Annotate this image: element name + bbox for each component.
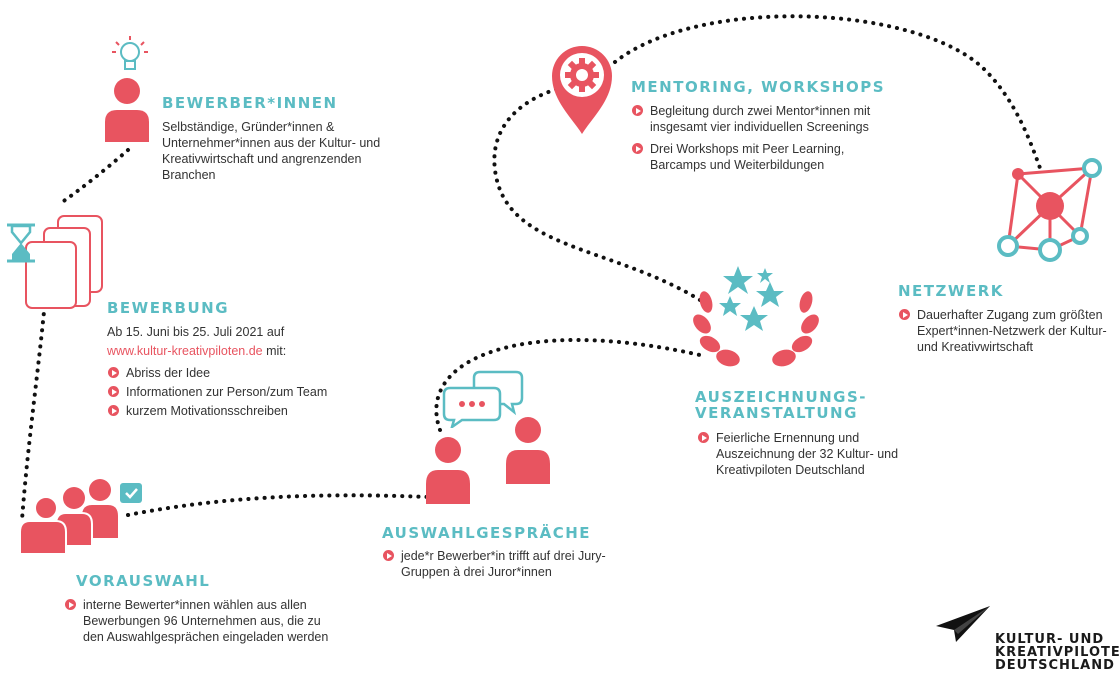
website-link[interactable]: www.kultur-kreativpiloten.de	[107, 344, 263, 358]
netzwerk-list: Dauerhafter Zugang zum größten Expert*in…	[898, 307, 1119, 355]
laurel-stars-icon	[693, 266, 819, 367]
bewerbung-link-line: www.kultur-kreativpiloten.de mit:	[107, 343, 286, 359]
network-icon	[997, 158, 1102, 262]
list-item: Informationen zur Person/zum Team	[107, 384, 397, 400]
vorauswahl-list: interne Bewerter*innen wählen aus allen …	[64, 597, 332, 645]
hourglass-icon	[7, 223, 35, 263]
auszeichnung-list: Feierliche Ernennung und Auszeichnung de…	[697, 430, 909, 478]
vorauswahl-title: VORAUSWAHL	[76, 572, 211, 590]
netzwerk-title: NETZWERK	[898, 282, 1004, 300]
auswahl-list: jede*r Bewerber*in trifft auf drei Jury-…	[382, 548, 614, 580]
list-item: Begleitung durch zwei Mentor*innen mit i…	[631, 103, 879, 135]
auszeichnung-title-2: VERANSTALTUNG	[695, 404, 858, 422]
mentoring-list: Begleitung durch zwei Mentor*innen mit i…	[631, 103, 879, 173]
bewerbung-link-suffix: mit:	[262, 344, 287, 358]
map-pin-gear-icon	[552, 46, 612, 134]
list-item: jede*r Bewerber*in trifft auf drei Jury-…	[382, 548, 614, 580]
bewerber-text: Selbständige, Gründer*innen & Unternehme…	[162, 120, 381, 182]
list-item: interne Bewerter*innen wählen aus allen …	[64, 597, 332, 645]
paper-plane-logo-icon	[936, 606, 990, 642]
bewerbung-list: Abriss der Idee Informationen zur Person…	[107, 365, 397, 419]
checkmark-icon	[120, 483, 142, 503]
auszeichnung-title-1: AUSZEICHNUNGS-	[695, 388, 868, 406]
lightbulb-icon	[112, 36, 148, 70]
person-icon	[105, 78, 149, 142]
group-icon	[19, 479, 118, 555]
mentoring-title: MENTORING, WORKSHOPS	[631, 78, 886, 96]
logo-line-3: DEUTSCHLAND	[995, 658, 1115, 673]
auswahl-title: AUSWAHLGESPRÄCHE	[382, 524, 592, 542]
logo-line-1: KULTUR- UND	[995, 632, 1105, 647]
list-item: Abriss der Idee	[107, 365, 397, 381]
chat-bubbles-icon	[442, 370, 524, 428]
documents-icon	[25, 215, 103, 309]
bewerbung-title: BEWERBUNG	[107, 299, 230, 317]
list-item: Drei Workshops mit Peer Learning, Barcam…	[631, 141, 879, 173]
bewerber-title: BEWERBER*INNEN	[162, 94, 338, 112]
logo-line-2: KREATIVPILOTEN	[995, 645, 1119, 660]
list-item: Dauerhafter Zugang zum größten Expert*in…	[898, 307, 1119, 355]
bewerbung-date: Ab 15. Juni bis 25. Juli 2021 auf	[107, 325, 285, 339]
list-item: Feierliche Ernennung und Auszeichnung de…	[697, 430, 909, 478]
two-persons-icon	[426, 417, 550, 504]
list-item: kurzem Motivationsschreiben	[107, 403, 397, 419]
